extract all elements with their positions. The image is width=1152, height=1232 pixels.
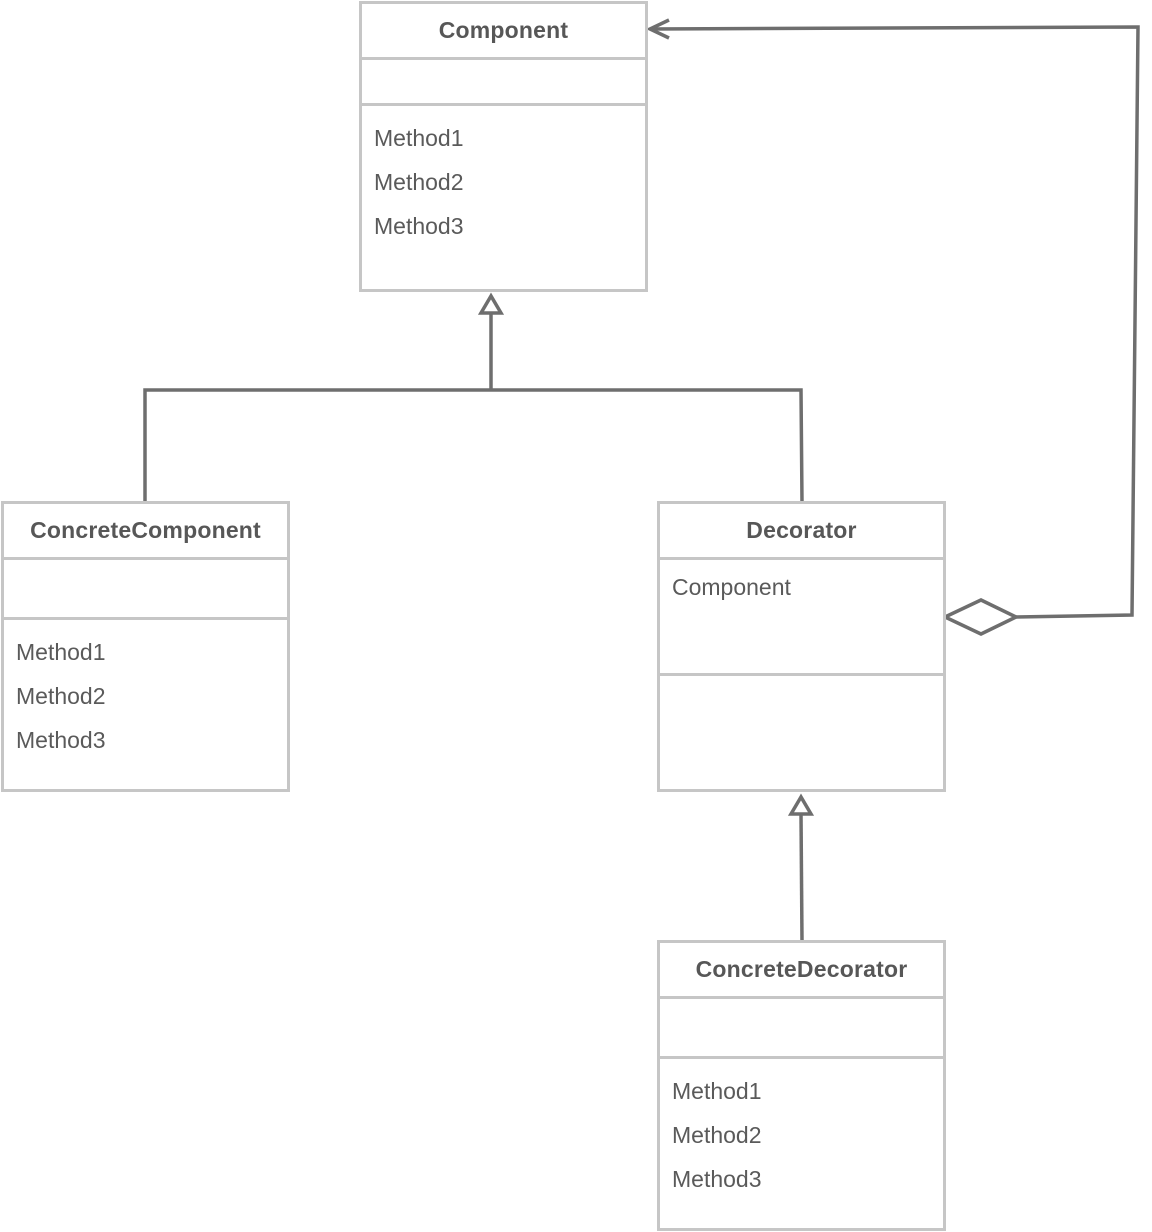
attributes-compartment-concrete-decorator	[660, 999, 943, 1059]
operations-compartment-decorator	[660, 676, 943, 789]
class-name-component: Component	[362, 4, 645, 60]
operation-method3: Method3	[374, 213, 464, 239]
generalization-to-component	[143, 292, 804, 503]
operation-method3: Method3	[16, 727, 106, 753]
class-name-concrete-component: ConcreteComponent	[4, 504, 287, 560]
aggregation-diamond-icon	[940, 598, 1021, 636]
operations-compartment-concrete-decorator: Method1 Method2 Method3	[660, 1059, 943, 1228]
decorator-inheritance-line	[491, 388, 804, 503]
aggregation-open-arrowhead-icon	[645, 18, 670, 40]
operations-compartment-component: Method1 Method2 Method3	[362, 106, 645, 289]
operation-method1: Method1	[16, 639, 106, 665]
operation-method1: Method1	[672, 1078, 762, 1104]
attribute-component: Component	[672, 574, 791, 600]
component-generalization-arrowhead-icon	[477, 292, 505, 315]
concrete-component-inheritance-line	[143, 388, 491, 502]
class-box-component: Component Method1 Method2 Method3	[359, 1, 648, 292]
class-box-concrete-decorator: ConcreteDecorator Method1 Method2 Method…	[657, 940, 946, 1231]
class-name-concrete-decorator: ConcreteDecorator	[660, 943, 943, 999]
concrete-decorator-inheritance-line	[799, 813, 804, 942]
operation-method2: Method2	[672, 1122, 762, 1148]
operation-method2: Method2	[16, 683, 106, 709]
decorator-generalization-arrowhead-icon	[787, 793, 815, 816]
class-name-decorator: Decorator	[660, 504, 943, 560]
class-box-decorator: Decorator Component	[657, 501, 946, 792]
operation-method1: Method1	[374, 125, 464, 151]
operation-method2: Method2	[374, 169, 464, 195]
attributes-compartment-component	[362, 60, 645, 106]
operations-compartment-concrete-component: Method1 Method2 Method3	[4, 620, 287, 789]
generalization-to-decorator	[787, 793, 815, 942]
attributes-compartment-concrete-component	[4, 560, 287, 620]
attributes-compartment-decorator: Component	[660, 560, 943, 676]
class-box-concrete-component: ConcreteComponent Method1 Method2 Method…	[1, 501, 290, 792]
operation-method3: Method3	[672, 1166, 762, 1192]
